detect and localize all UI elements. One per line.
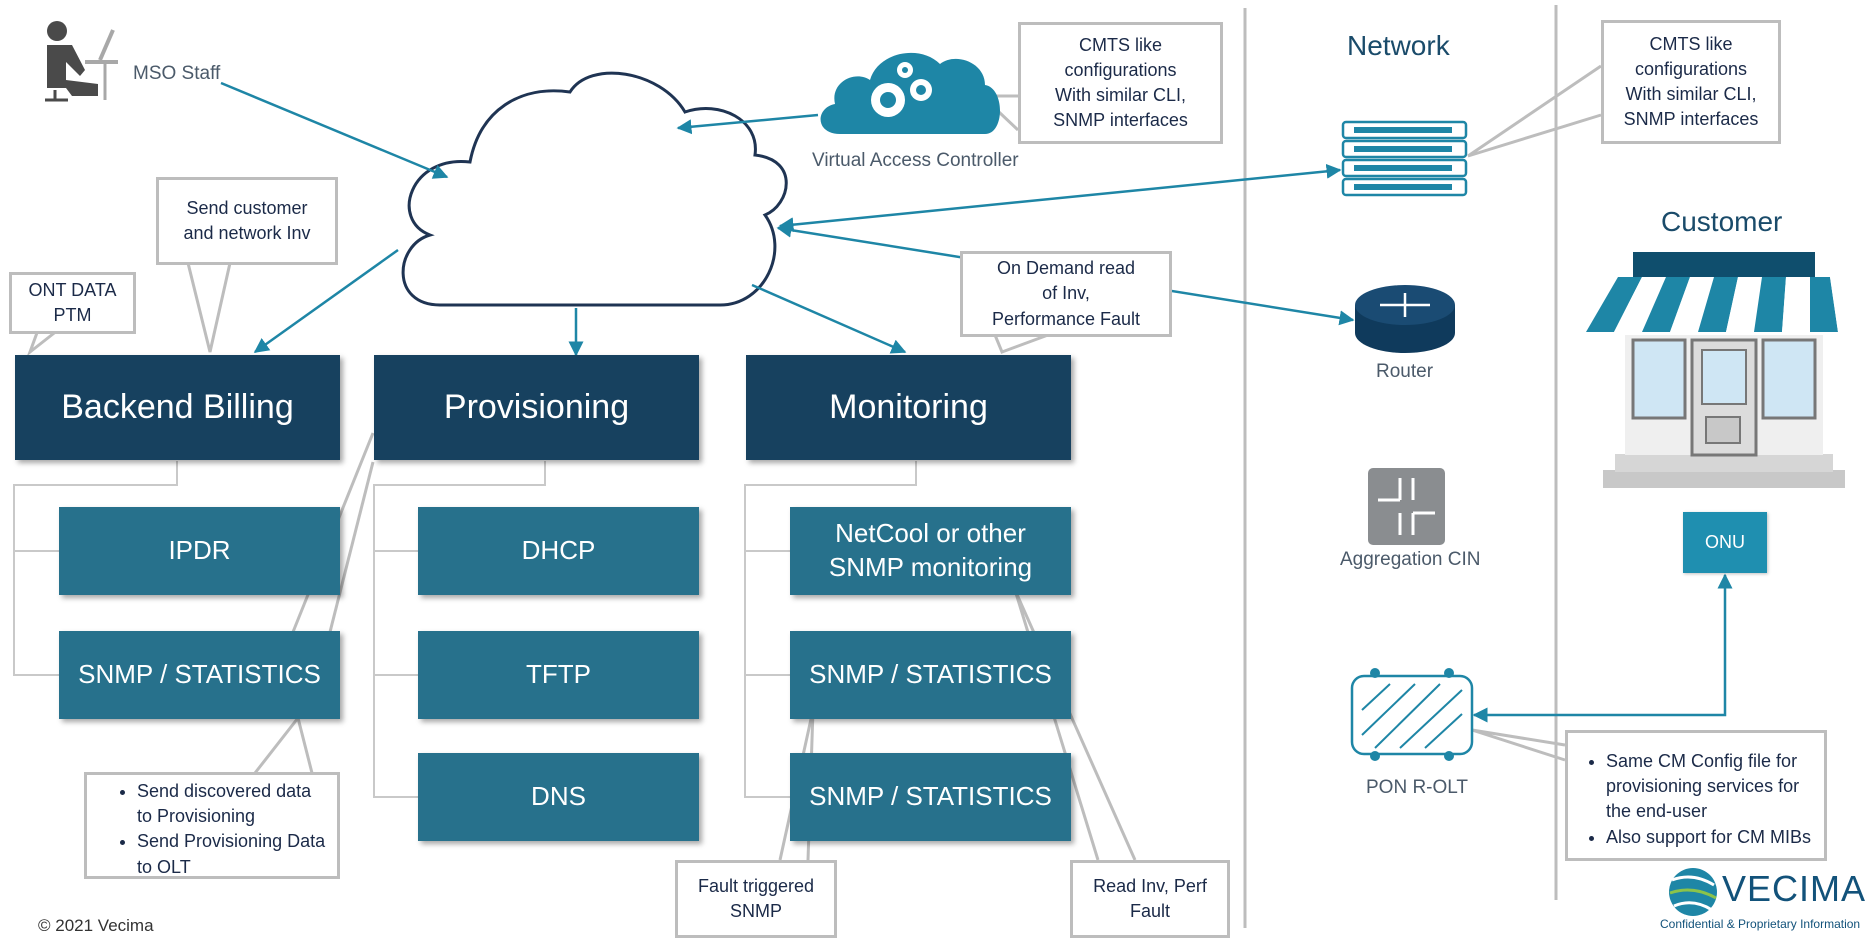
aggregation-cin-label: Aggregation CIN — [1340, 549, 1481, 570]
olt-bullet-item: Also support for CM MIBs — [1606, 825, 1818, 850]
olt-bullet-item: Same CM Config file for provisioning ser… — [1606, 749, 1818, 825]
billing-bullet-item: Send discovered data to Provisioning — [137, 779, 331, 829]
confidential-text: Confidential & Proprietary Information — [1660, 917, 1861, 931]
ont-data-callout: ONT DATA PTM — [9, 272, 136, 334]
mso-staff-label: MSO Staff — [133, 63, 221, 84]
send-customer-callout: Send customer and network Inv — [156, 177, 338, 265]
onu-box: ONU — [1683, 512, 1767, 573]
vac-cmts-callout: CMTS like configurations With similar CL… — [1018, 22, 1223, 144]
dns-box: DNS — [418, 753, 699, 841]
on-demand-callout: On Demand read of Inv, Performance Fault — [960, 251, 1172, 337]
router-icon — [1355, 285, 1455, 353]
olt-bullets-callout: Same CM Config file for provisioning ser… — [1565, 730, 1827, 861]
router-label: Router — [1376, 361, 1434, 382]
monitoring-snmp-box-2: SNMP / STATISTICS — [790, 753, 1071, 841]
vecima-logo-icon — [1669, 868, 1717, 916]
vecima-brand: VECIMA — [1722, 868, 1865, 909]
tftp-box: TFTP — [418, 631, 699, 719]
provisioning-box: Provisioning — [374, 355, 699, 460]
aggregation-cin-icon — [1368, 468, 1445, 545]
pon-olt-icon — [1350, 668, 1474, 761]
vac-label: Virtual Access Controller — [812, 150, 1019, 171]
monitoring-snmp-box-1: SNMP / STATISTICS — [790, 631, 1071, 719]
network-heading: Network — [1347, 30, 1450, 61]
billing-snmp-box: SNMP / STATISTICS — [59, 631, 340, 719]
monitoring-box: Monitoring — [746, 355, 1071, 460]
read-inv-callout: Read Inv, Perf Fault — [1070, 860, 1230, 938]
billing-bullets-callout: Send discovered data to Provisioning Sen… — [84, 772, 340, 879]
mso-staff-icon — [45, 21, 118, 102]
backend-billing-box: Backend Billing — [15, 355, 340, 460]
network-switch-icon — [1341, 120, 1468, 197]
pon-olt-label: PON R-OLT — [1366, 777, 1469, 798]
vac-cloud-gears-icon — [820, 52, 1000, 134]
cloud-icon — [401, 71, 788, 307]
tree-connectors — [13, 461, 917, 798]
copyright-text: © 2021 Vecima — [38, 916, 154, 935]
billing-bullet-item: Send Provisioning Data to OLT — [137, 829, 331, 879]
customer-heading: Customer — [1661, 206, 1783, 237]
ipdr-box: IPDR — [59, 507, 340, 595]
netcool-box: NetCool or other SNMP monitoring — [790, 507, 1071, 595]
dhcp-box: DHCP — [418, 507, 699, 595]
storefront-icon — [1586, 252, 1864, 488]
fault-triggered-callout: Fault triggered SNMP — [675, 860, 837, 938]
network-cmts-callout: CMTS like configurations With similar CL… — [1601, 20, 1781, 144]
